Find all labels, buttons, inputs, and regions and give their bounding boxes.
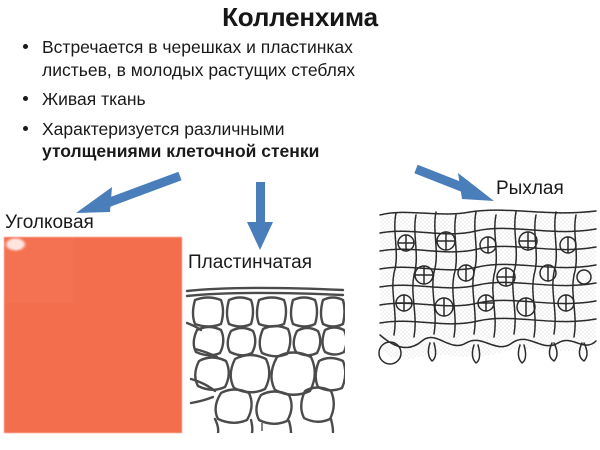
bullet-line: листьев, в молодых растущих стеблях — [42, 59, 356, 80]
bullet-dot-icon — [23, 96, 28, 102]
arrow-to-ryhl — [414, 164, 494, 201]
bullet-line: Характеризуется различными — [42, 118, 285, 139]
figure-caption-plast: Пластинчатая — [188, 252, 313, 273]
figure-caption-ugl: Уголковая — [5, 212, 94, 233]
list-item: Живая ткань — [12, 88, 442, 111]
arrow-to-ugl — [76, 172, 182, 213]
bullet-line-emphasis: утолщениями клеточной стенки — [42, 141, 320, 162]
page-title: Колленхима — [222, 2, 378, 32]
bullet-list: Встречается в черешках и пластинках лист… — [12, 36, 442, 170]
figure-image-plastinchataya — [185, 283, 345, 433]
figure-caption-ryhl: Рыхлая — [496, 178, 564, 199]
list-item: Встречается в черешках и пластинках лист… — [12, 36, 442, 81]
figure-image-ugolkovaya — [4, 237, 182, 433]
bullet-dot-icon — [23, 44, 28, 49]
bullet-line: Живая ткань — [42, 89, 146, 110]
bullet-dot-icon — [23, 125, 28, 131]
figure-image-ryhlaya — [378, 203, 598, 387]
bullet-line: Встречается в черешках и пластинках — [42, 37, 353, 57]
arrow-to-plast — [247, 182, 273, 250]
list-item: Характеризуется различными утолщениями к… — [12, 118, 442, 163]
